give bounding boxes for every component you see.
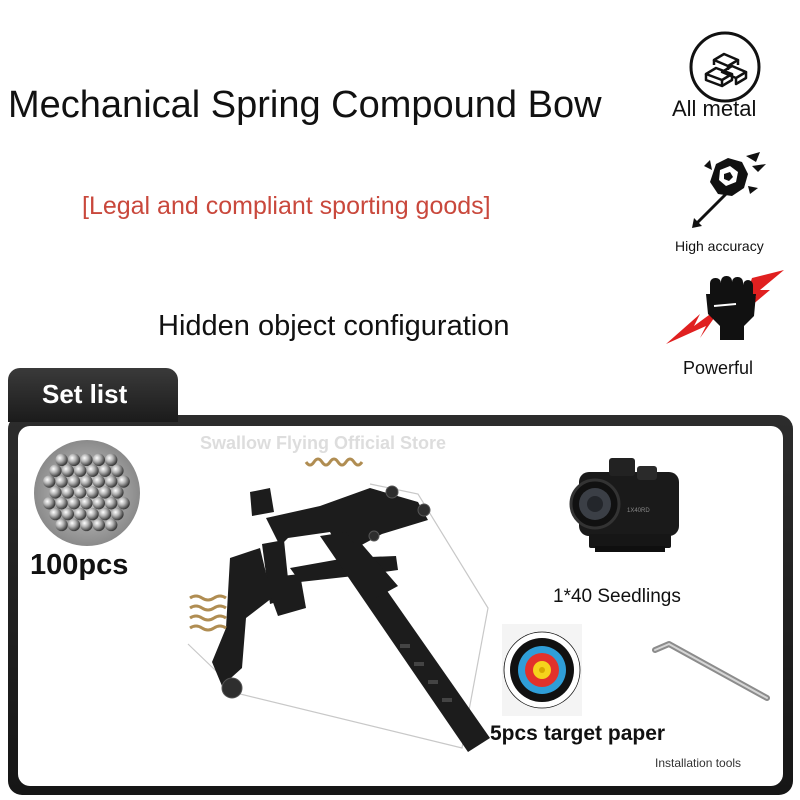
steel-ball <box>49 507 62 521</box>
steel-ball <box>105 497 118 510</box>
steel-ball <box>98 486 112 499</box>
set-list-tab-label: Set list <box>42 379 128 409</box>
steel-ball <box>49 464 62 477</box>
steel-ball <box>117 475 130 488</box>
steel-ball <box>74 507 87 521</box>
steel-ball <box>43 475 56 488</box>
steel-ball <box>43 497 56 510</box>
configuration-text: Hidden object configuration <box>158 310 510 342</box>
steel-ball <box>92 518 105 532</box>
steel-ball <box>49 486 62 499</box>
fist-lightning-icon <box>666 270 784 344</box>
steel-ball <box>86 486 99 499</box>
svg-text:1X40RD: 1X40RD <box>627 508 650 514</box>
steel-ball <box>55 497 68 510</box>
steel-ball <box>105 453 118 467</box>
red-dot-scope-icon: 1X40RD <box>569 458 679 552</box>
steel-ball <box>61 464 74 477</box>
steel-ball <box>74 486 87 499</box>
steel-ball <box>80 518 93 532</box>
steel-ball <box>80 475 93 488</box>
steel-ball <box>67 518 81 532</box>
steel-balls-count-label: 100pcs <box>30 549 129 581</box>
steel-ball <box>117 497 130 510</box>
steel-ball <box>67 475 81 488</box>
steel-ball <box>105 518 118 532</box>
archery-target-icon <box>502 624 582 716</box>
compound-bow-image <box>187 457 490 752</box>
steel-ball <box>55 453 68 467</box>
installation-tools-label: Installation tools <box>655 756 742 770</box>
feature-powerful-label: Powerful <box>683 358 754 378</box>
steel-ball <box>86 507 99 521</box>
steel-ball <box>92 453 105 467</box>
feature-high-accuracy-label: High accuracy <box>675 238 764 254</box>
steel-ball <box>80 453 93 467</box>
steel-balls-icon <box>34 440 140 546</box>
steel-ball <box>55 475 68 488</box>
steel-ball <box>92 497 105 510</box>
feature-all-metal-label: All metal <box>672 96 757 121</box>
metal-ingots-icon <box>689 31 761 103</box>
steel-ball <box>98 507 112 521</box>
steel-ball <box>61 486 74 499</box>
steel-ball <box>61 507 74 521</box>
scope-label: 1*40 Seedlings <box>553 586 681 607</box>
steel-ball <box>67 453 81 467</box>
hex-key-icon <box>652 641 770 701</box>
compliance-subtitle: [Legal and compliant sporting goods] <box>82 192 491 220</box>
store-watermark: Swallow Flying Official Store <box>200 433 447 453</box>
steel-ball <box>98 464 112 477</box>
steel-ball <box>111 507 124 521</box>
steel-ball <box>92 475 105 488</box>
set-list-tab <box>8 368 178 422</box>
steel-ball <box>80 497 93 510</box>
steel-ball <box>67 497 81 510</box>
target-paper-label: 5pcs target paper <box>490 722 666 745</box>
steel-ball <box>111 464 124 477</box>
steel-ball <box>86 464 99 477</box>
steel-ball <box>74 464 87 477</box>
page-title: Mechanical Spring Compound Bow <box>8 84 602 126</box>
steel-ball <box>105 475 118 488</box>
steel-ball <box>111 486 124 499</box>
shattered-target-icon <box>692 152 766 228</box>
steel-ball <box>55 518 68 532</box>
